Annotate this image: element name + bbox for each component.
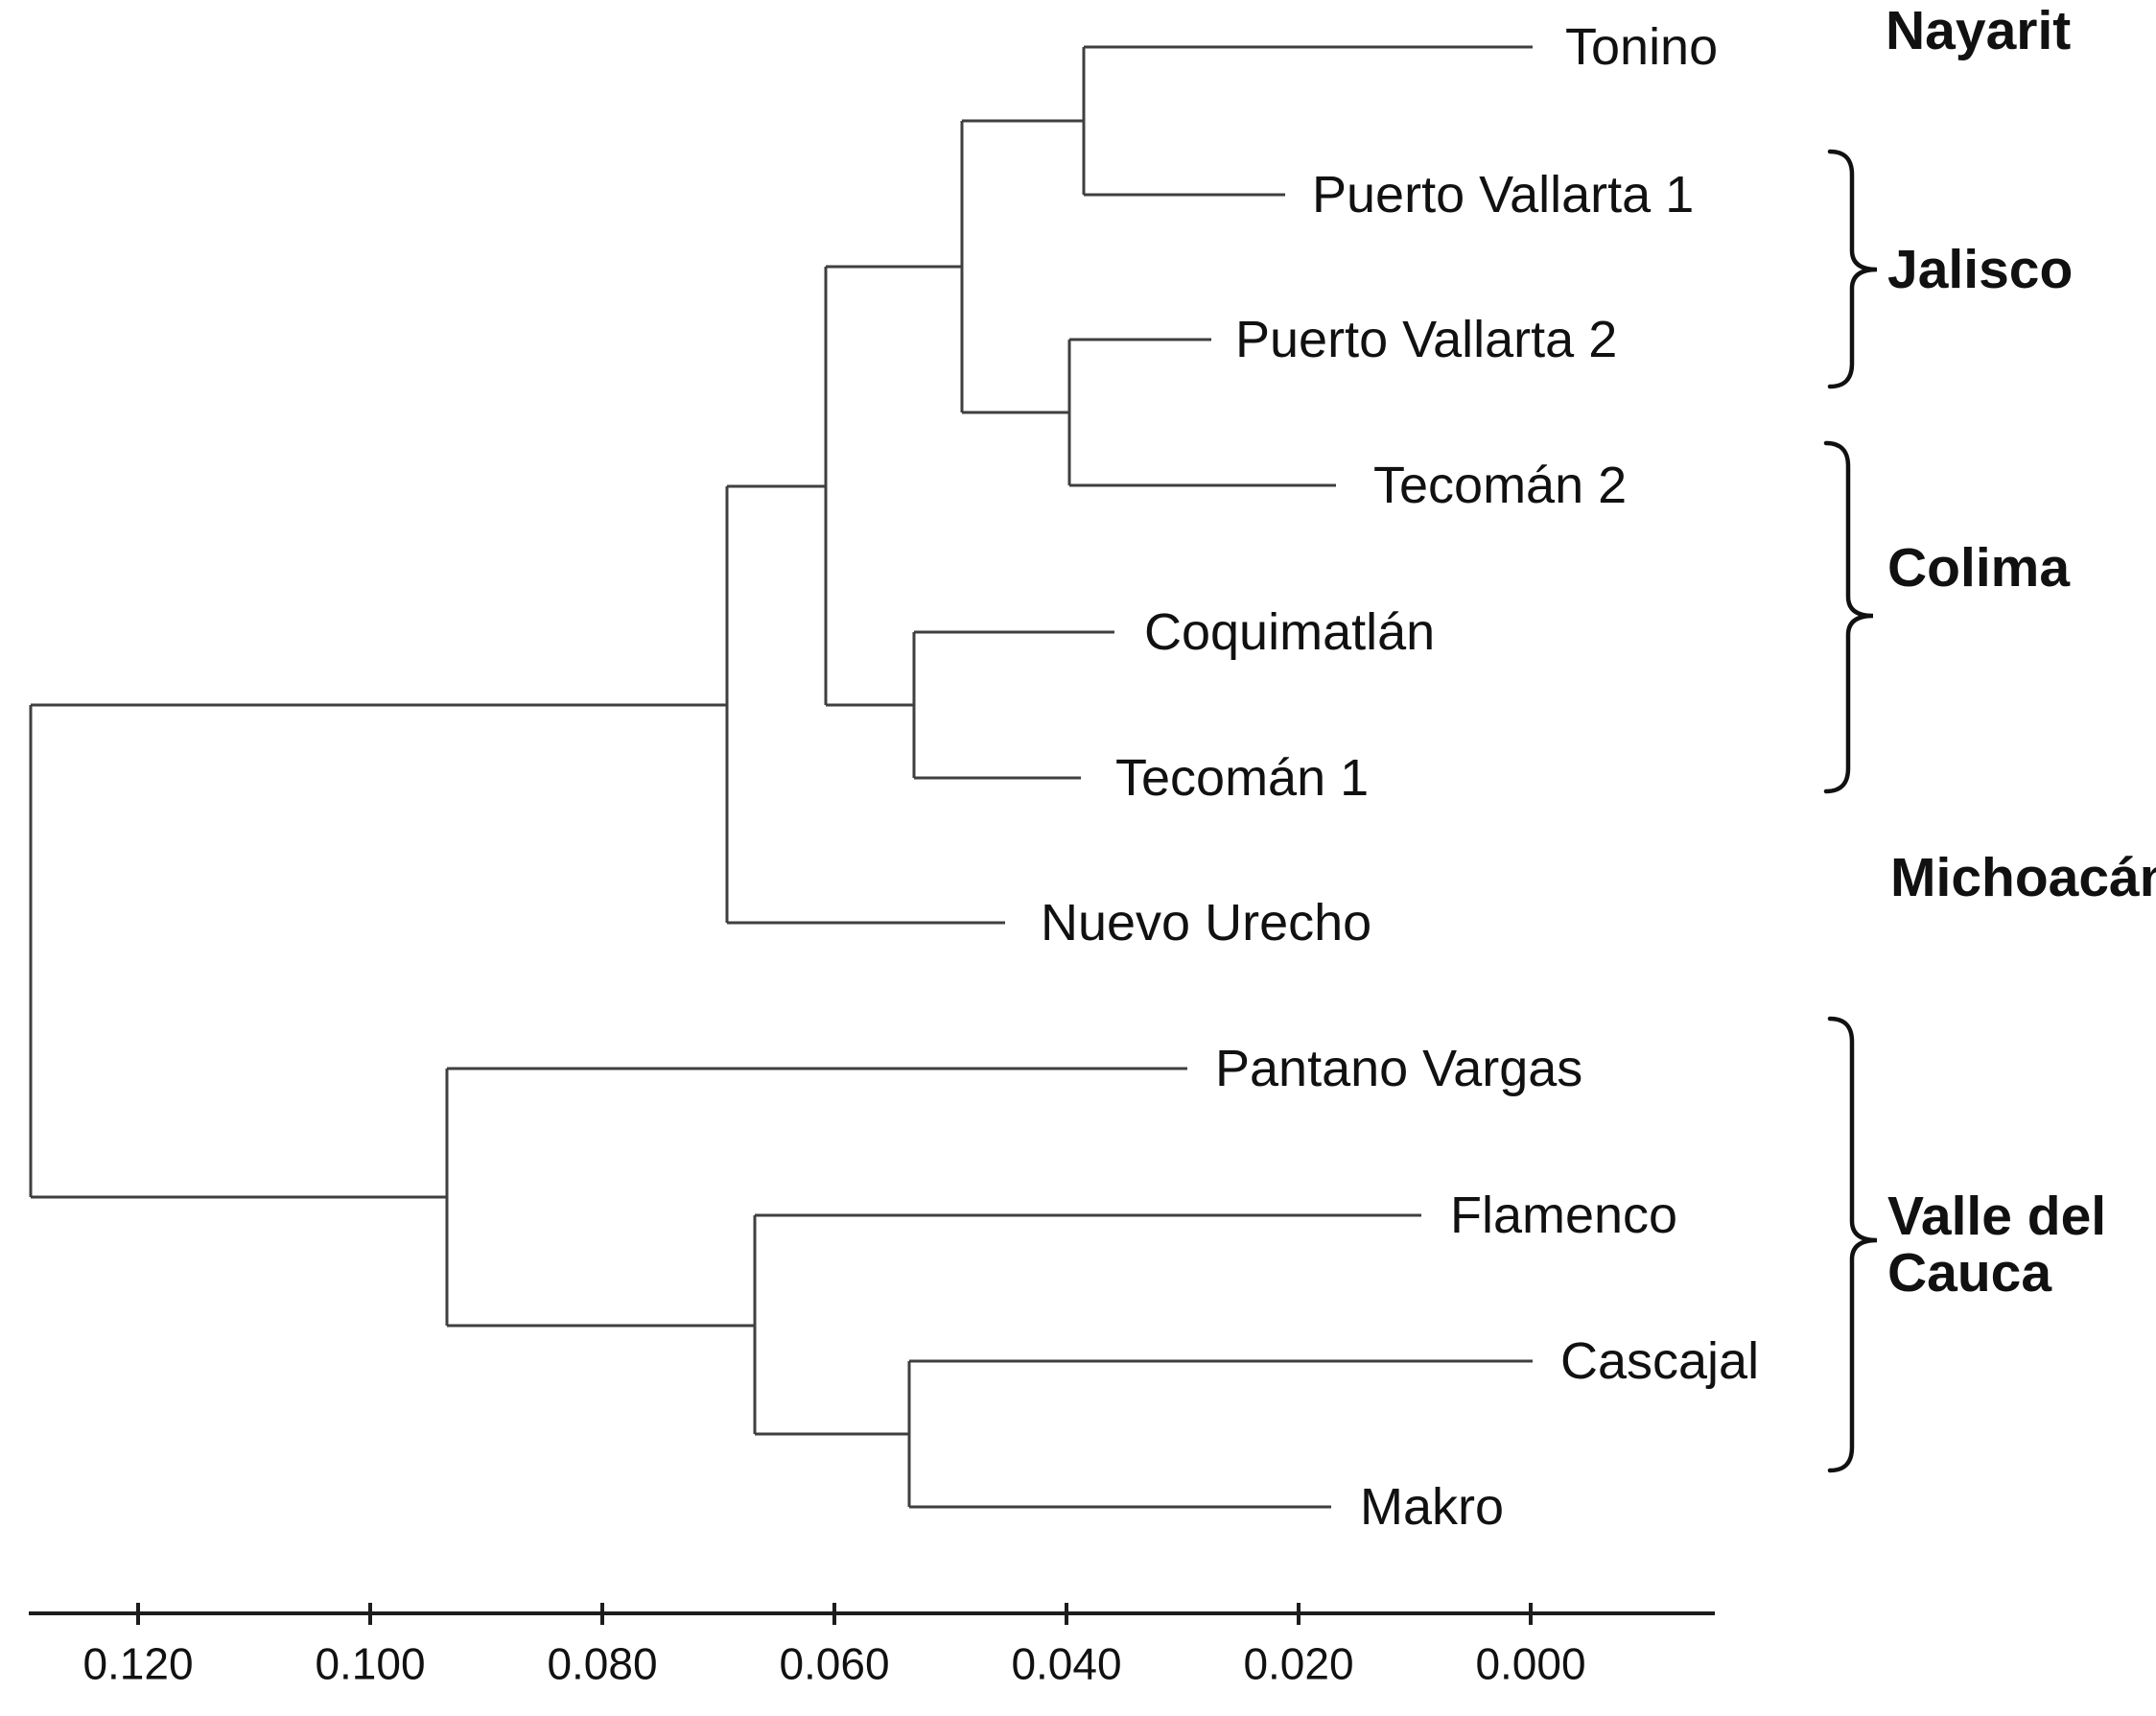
axis-tick-label-0.020: 0.020 [1243,1639,1353,1689]
region-bracket-jalisco [1827,149,1878,389]
axis-tick-label-0.120: 0.120 [82,1639,193,1689]
axis-tick-label-0.040: 0.040 [1011,1639,1121,1689]
leaf-label-puerto-vallarta-1: Puerto Vallarta 1 [1312,166,1694,223]
axis-tick-label-0.080: 0.080 [547,1639,657,1689]
region-label-colima: Colima [1887,537,2071,599]
leaf-label-tecoman-2: Tecomán 2 [1373,457,1627,514]
leaf-label-makro: Makro [1360,1478,1504,1536]
region-bracket-valle-del-cauca [1827,1016,1878,1473]
region-label-valle-del-cauca-line-2: Cauca [1887,1242,2052,1304]
axis-tick-label-0.100: 0.100 [315,1639,425,1689]
leaf-label-nuevo-urecho: Nuevo Urecho [1041,894,1371,952]
region-label-jalisco: Jalisco [1887,239,2073,300]
axis-tick-label-0.000: 0.000 [1475,1639,1585,1689]
leaf-label-cascajal: Cascajal [1560,1332,1759,1390]
region-label-nayarit: Nayarit [1886,0,2071,61]
region-label-valle-del-cauca-line-1: Valle del [1887,1186,2106,1247]
leaf-label-puerto-vallarta-2: Puerto Vallarta 2 [1235,311,1617,368]
leaf-label-tonino: Tonino [1565,18,1718,76]
leaf-label-flamenco: Flamenco [1450,1187,1677,1244]
region-bracket-colima [1823,440,1874,794]
leaf-label-coquimatlan: Coquimatlán [1144,603,1435,661]
leaf-label-pantano-vargas: Pantano Vargas [1215,1040,1582,1097]
axis-tick-label-0.060: 0.060 [779,1639,889,1689]
region-label-michoacan: Michoacán [1890,847,2156,908]
leaf-label-tecoman-1: Tecomán 1 [1115,749,1369,807]
